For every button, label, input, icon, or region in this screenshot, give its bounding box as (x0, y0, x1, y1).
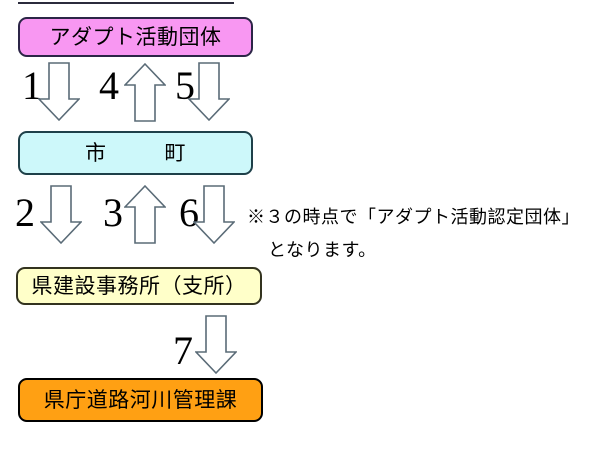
block-arrow-up-4-icon (124, 62, 166, 122)
block-arrow-down-5-icon (188, 62, 230, 122)
block-arrow-down-2-icon (40, 185, 82, 245)
box-adopt-activity-group-label: アダプト活動団体 (49, 24, 222, 49)
box-construction-office: 県建設事務所（支所） (16, 267, 262, 305)
note-line-2: となります。 (268, 240, 377, 260)
box-adopt-activity-group: アダプト活動団体 (18, 17, 253, 57)
note: ※３の時点で「アダプト活動認定団体」 となります。 (247, 201, 580, 267)
step-number-3: 3 (103, 190, 123, 235)
block-arrow-up-3-icon (124, 184, 166, 244)
box-city-label: 市 (85, 140, 107, 165)
step-number-7: 7 (173, 328, 193, 373)
step-number-5: 5 (175, 63, 195, 108)
box-construction-office-label: 県建設事務所（支所） (31, 273, 247, 298)
box-town-label: 町 (164, 140, 186, 165)
box-city-town: 市 町 (18, 131, 253, 175)
block-arrow-down-1-icon (38, 62, 80, 122)
step-number-4: 4 (99, 63, 119, 108)
top-crop-line (18, 2, 234, 4)
box-road-river-division-label: 県庁道路河川管理課 (43, 387, 238, 412)
box-road-river-division: 県庁道路河川管理課 (18, 378, 263, 422)
note-line-1: ※３の時点で「アダプト活動認定団体」 (247, 207, 580, 227)
box-city-town-labels: 市 町 (85, 140, 186, 165)
step-number-1: 1 (22, 63, 42, 108)
block-arrow-down-6-icon (193, 185, 235, 245)
block-arrow-down-7-icon (195, 315, 237, 375)
step-number-2: 2 (15, 190, 35, 235)
